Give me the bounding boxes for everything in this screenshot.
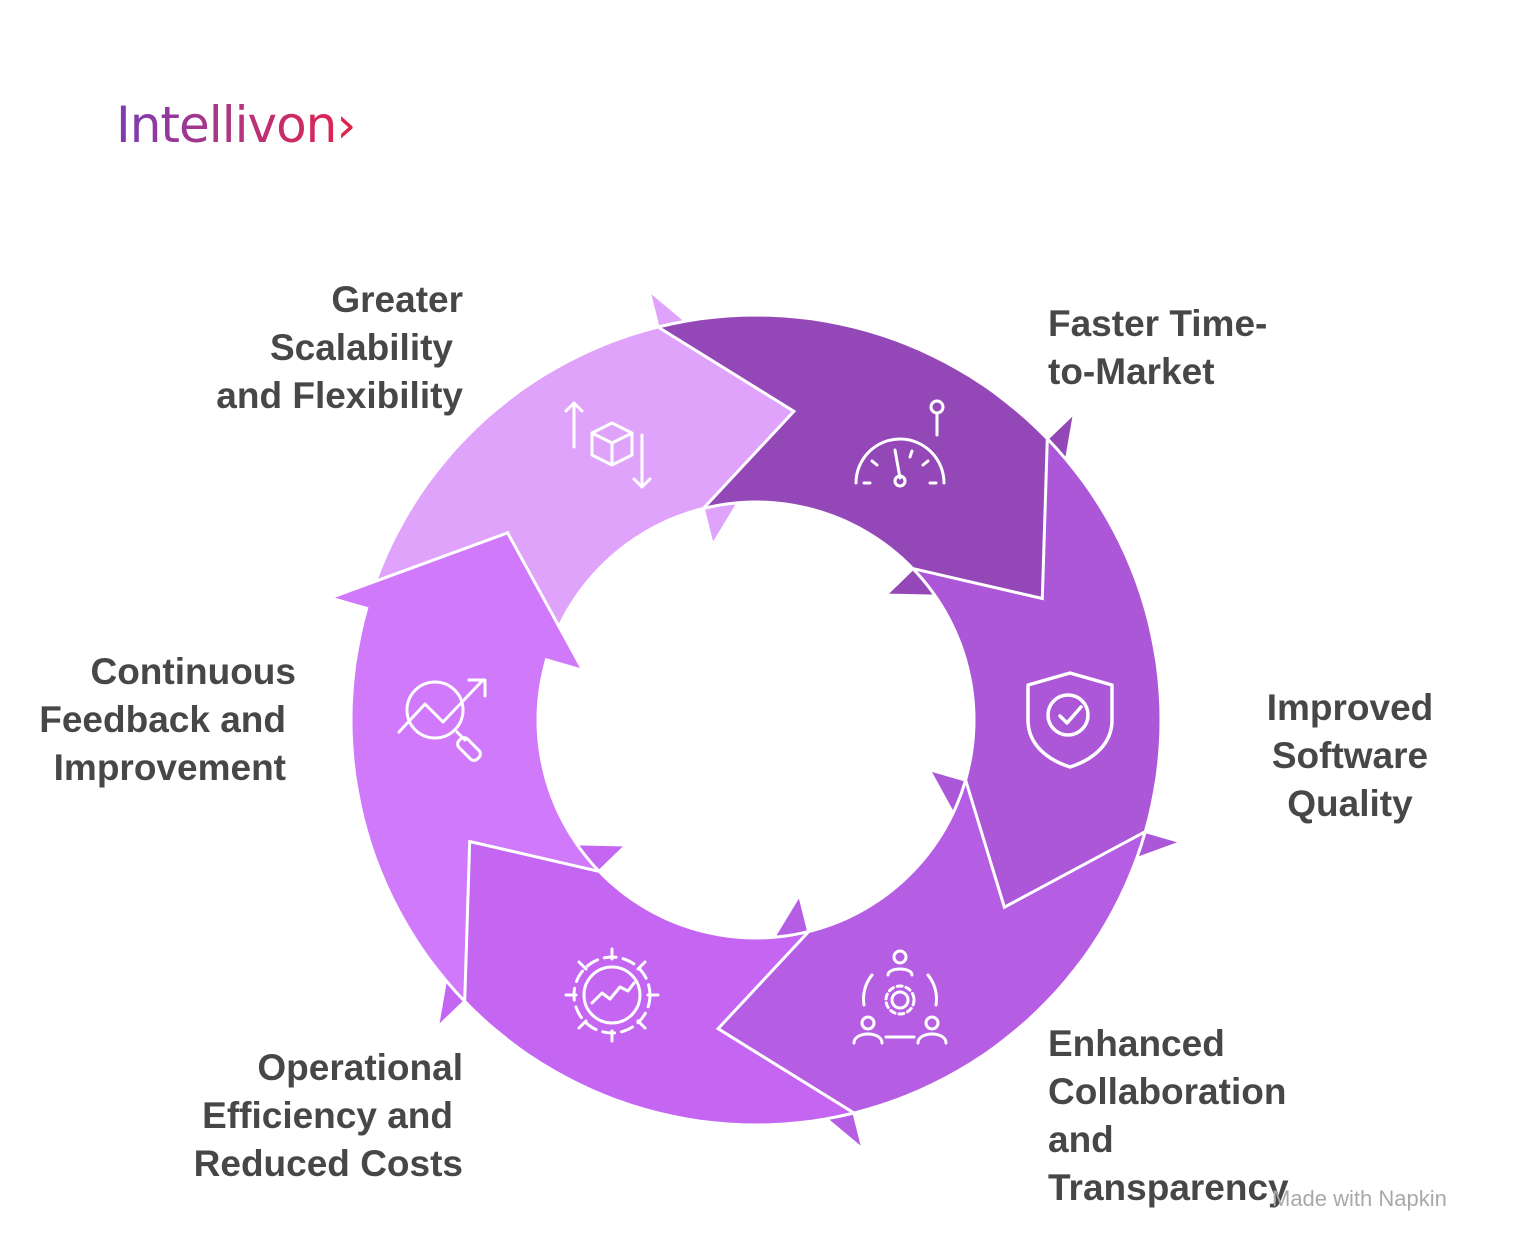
- gear-chart-icon: [564, 947, 660, 1043]
- napkin-watermark: Made with Napkin: [1272, 1186, 1447, 1211]
- cycle-arrow-4: [716, 775, 1148, 1154]
- shield-check-icon: [1026, 671, 1114, 769]
- team-gear-icon: [852, 949, 948, 1045]
- cycle-arrow-3: [908, 435, 1187, 910]
- cycle-arrow-1: [364, 286, 796, 665]
- scale-box-arrows-icon: [564, 401, 652, 489]
- search-trend-icon: [397, 678, 487, 762]
- speedometer-icon: [854, 399, 946, 488]
- cycle-arrow-6: [325, 530, 604, 1005]
- label-faster-time-to-market: Faster Time-to-Market: [1048, 303, 1268, 392]
- cycle-arrow-5: [435, 839, 858, 1127]
